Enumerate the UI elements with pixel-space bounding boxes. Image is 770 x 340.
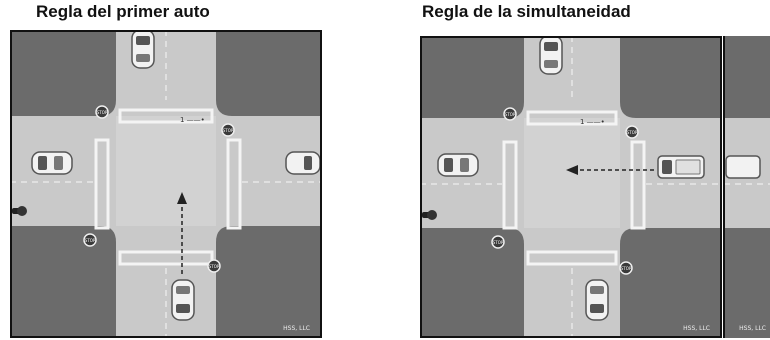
crosswalk-west [502,140,518,230]
intersection-diagram-first-car: STOP STOP STOP STOP 1 ——• [10,30,322,338]
stop-sign-icon: STOP [491,235,505,249]
svg-text:STOP: STOP [209,264,220,269]
motorcycle-icon [422,210,437,220]
corner-bottom-left [10,226,116,338]
lane-marker: 1 ——• [580,118,605,126]
crosswalk-east [630,140,646,230]
corner-bottom-left [420,228,524,338]
stop-sign-icon: STOP [619,261,633,275]
truck-east-icon [725,155,761,179]
svg-text:STOP: STOP [505,112,516,117]
credit-label: HSS, LLC [683,325,710,332]
crosswalk-west [94,138,110,230]
panel-title-simultaneous: Regla de la simultaneidad [422,2,631,21]
corner-top-right [216,30,322,116]
arrow-left-icon [566,165,578,175]
intersection-svg: STOP STOP STOP STOP 1 ——• [420,36,770,338]
panel-title-first-car: Regla del primer auto [36,2,210,21]
motorcycle-icon [12,206,27,216]
intersection-svg: STOP STOP STOP STOP 1 ——• [10,30,322,338]
credit-label: HSS, LLC [283,325,310,332]
corner-top-left [10,30,116,116]
car-south-icon [171,279,195,321]
intersection-center [524,118,620,228]
car-north-icon [539,36,563,75]
stop-sign-icon: STOP [221,123,235,137]
crosswalk-south [526,250,618,266]
svg-text:STOP: STOP [493,240,504,245]
car-west-icon [437,153,479,177]
panel-border [10,30,322,338]
stop-sign-icon: STOP [625,125,639,139]
corner-top-right [620,36,722,118]
intersection-diagram-simultaneous: STOP STOP STOP STOP 1 ——• [420,36,770,338]
crosswalk-north [118,108,214,124]
svg-text:STOP: STOP [627,130,638,135]
car-west-icon [31,151,73,175]
truck-east-icon [657,155,705,179]
car-east-icon [285,151,321,175]
lane-marker: 1 ——• [180,116,205,124]
stop-sign-icon: STOP [207,259,221,273]
crosswalk-south [118,250,214,266]
corner-top-left [420,36,524,118]
corner-bottom-right [216,226,322,338]
stop-sign-icon: STOP [83,233,97,247]
credit-label: HSS, LLC [739,325,766,332]
svg-text:STOP: STOP [97,110,108,115]
stop-sign-icon: STOP [503,107,517,121]
svg-text:STOP: STOP [223,128,234,133]
stop-sign-icon: STOP [95,105,109,119]
crosswalk-east [226,138,242,230]
corner-bottom-right [620,228,722,338]
panel-border [420,36,722,338]
intersection-center [116,116,216,226]
car-south-icon [585,279,609,321]
svg-text:STOP: STOP [85,238,96,243]
svg-text:STOP: STOP [621,266,632,271]
crosswalk-north [526,110,618,126]
adjacent-panel-strip: HSS, LLC [723,36,770,338]
arrow-up-icon [177,192,187,204]
car-north-icon [131,30,155,69]
